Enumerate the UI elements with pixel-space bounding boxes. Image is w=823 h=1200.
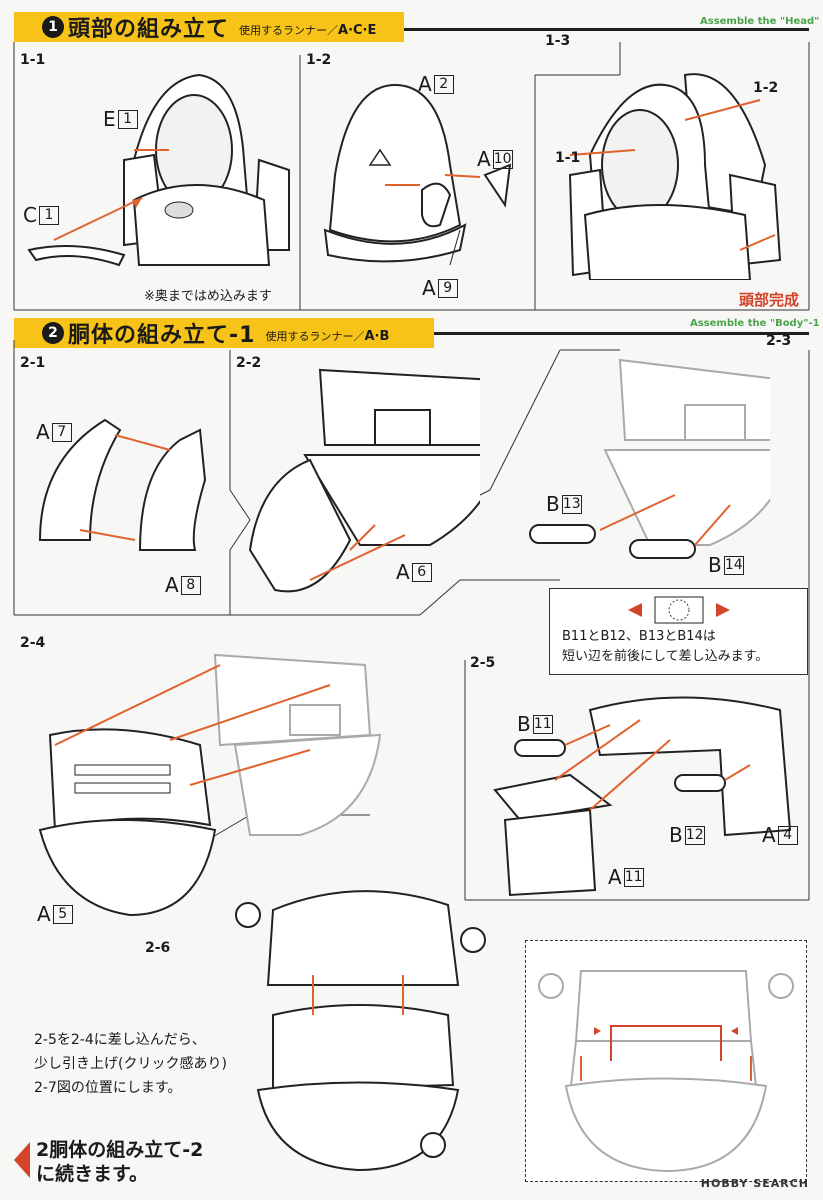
step-2-6: 2-6 xyxy=(145,940,171,956)
continue-note[interactable]: 2胴体の組み立て-2 に続きます。 xyxy=(36,1138,203,1186)
section2-header: 2 胴体の組み立て-1 使用するランナー／A·B xyxy=(14,318,434,348)
section2-english: Assemble the "Body"-1 xyxy=(690,318,820,329)
body-drawing-2-3 xyxy=(529,358,770,559)
body-drawing-2-7 xyxy=(538,970,794,1173)
callout-1-1: 1-1 xyxy=(555,150,581,166)
step6-note-line2: 少し引き上げ(クリック感あり) xyxy=(34,1056,227,1072)
continue-arrow-icon xyxy=(14,1142,30,1178)
insertion-note-line2: 短い辺を前後にして差し込みます。 xyxy=(562,649,769,664)
head-drawing-1-2 xyxy=(323,83,512,266)
section1-title: 頭部の組み立て xyxy=(68,17,230,42)
body-drawing-2-6 xyxy=(235,890,486,1172)
section1-english: Assemble the "Head" xyxy=(700,16,820,27)
step-1-3: 1-3 xyxy=(545,33,571,49)
step-2-7-panel xyxy=(525,940,807,1182)
section2-rule xyxy=(434,332,809,335)
orientation-diagram xyxy=(628,596,730,624)
step-2-1: 2-1 xyxy=(20,355,46,371)
step6-note: 2-5を2-4に差し込んだら、 少し引き上げ(クリック感あり) 2-7図の位置に… xyxy=(34,1028,227,1100)
head-complete-label: 頭部完成 xyxy=(739,291,800,309)
leg-drawing-2-1 xyxy=(38,418,207,551)
note-insert-fully: ※奥まではめ込みます xyxy=(144,289,272,304)
callout-1-2: 1-2 xyxy=(753,80,779,96)
section1-number: 1 xyxy=(42,16,64,38)
section2-runner: 使用するランナー／A·B xyxy=(265,329,390,344)
watermark: HOBBY SEARCH xyxy=(700,1177,809,1190)
section1-header: 1 頭部の組み立て 使用するランナー／A·C·E xyxy=(14,12,404,42)
insertion-note-line1: B11とB12、B13とB14は xyxy=(562,629,716,644)
step-2-2: 2-2 xyxy=(236,355,262,371)
section2-number: 2 xyxy=(42,322,64,344)
insertion-note-panel: B11とB12、B13とB14は 短い辺を前後にして差し込みます。 xyxy=(549,588,808,675)
body-drawing-2-5 xyxy=(493,696,792,897)
section1-rule xyxy=(404,28,809,31)
section1-dividers xyxy=(13,42,810,311)
head-drawing-1-1 xyxy=(27,73,290,267)
step6-note-line3: 2-7図の位置にします。 xyxy=(34,1080,182,1096)
step6-note-line1: 2-5を2-4に差し込んだら、 xyxy=(34,1032,206,1048)
step-2-4: 2-4 xyxy=(20,635,46,651)
step-1-2: 1-2 xyxy=(306,52,332,68)
body-drawing-2-4 xyxy=(38,653,382,917)
section2-title: 胴体の組み立て-1 xyxy=(68,323,256,348)
continue-note-line1: 2胴体の組み立て-2 xyxy=(36,1139,204,1161)
continue-note-line2: に続きます。 xyxy=(36,1163,149,1185)
section1-runner: 使用するランナー／A·C·E xyxy=(239,23,377,38)
step-2-3: 2-3 xyxy=(766,333,792,349)
body-drawing-2-2 xyxy=(248,368,480,593)
step-2-5: 2-5 xyxy=(470,655,496,671)
step-1-1: 1-1 xyxy=(20,52,46,68)
head-drawing-1-3 xyxy=(568,73,782,280)
